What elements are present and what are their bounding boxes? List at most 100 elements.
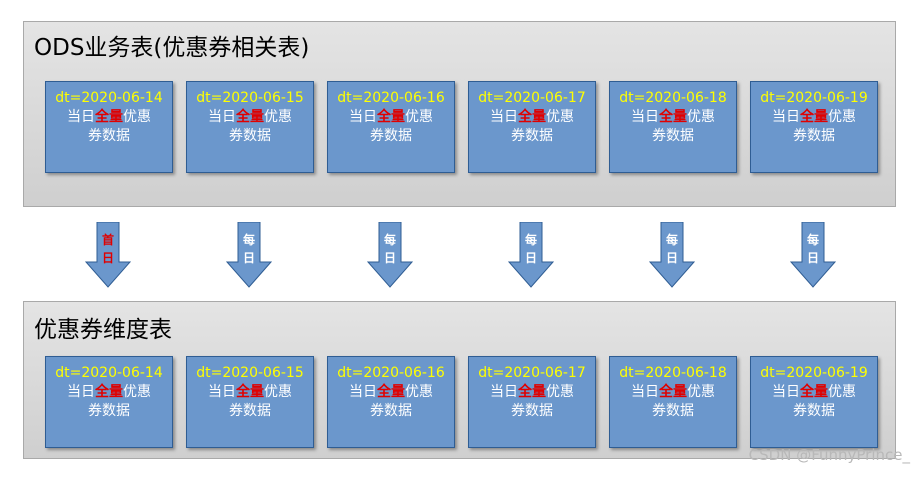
arrow-label-char1: 每 (524, 233, 537, 247)
full-load-highlight: 全量 (659, 109, 687, 125)
desc-prefix: 当日 (490, 384, 518, 400)
daily-arrow: 每 日 (649, 222, 695, 288)
ods-partition-box: dt=2020-06-18 当日全量优惠 券数据 (609, 81, 737, 173)
partition-desc-line3: 券数据 (511, 128, 553, 144)
full-load-highlight: 全量 (95, 384, 123, 400)
daily-arrow: 每 日 (790, 222, 836, 288)
desc-prefix: 当日 (490, 109, 518, 125)
desc-prefix: 当日 (631, 384, 659, 400)
arrow-label-char1: 每 (242, 233, 255, 247)
partition-date: dt=2020-06-14 (55, 90, 163, 106)
partition-desc: 当日全量优惠 (187, 108, 313, 127)
full-load-highlight: 全量 (236, 109, 264, 125)
partition-date: dt=2020-06-17 (478, 90, 586, 106)
first-day-arrow: 首 日 (85, 222, 131, 288)
full-load-highlight: 全量 (659, 384, 687, 400)
partition-desc-line3: 券数据 (370, 128, 412, 144)
partition-desc: 当日全量优惠 (46, 108, 172, 127)
partition-desc: 当日全量优惠 (469, 383, 595, 402)
daily-arrow: 每 日 (367, 222, 413, 288)
arrow-label-char2: 日 (806, 251, 819, 265)
desc-prefix: 当日 (772, 109, 800, 125)
ods-partition-box: dt=2020-06-14 当日全量优惠 券数据 (45, 81, 173, 173)
partition-desc-line3: 券数据 (229, 403, 271, 419)
dimension-partition-box: dt=2020-06-18 当日全量优惠 券数据 (609, 356, 737, 448)
arrow-label-char2: 日 (524, 251, 537, 265)
desc-prefix: 当日 (67, 109, 95, 125)
partition-date: dt=2020-06-14 (55, 365, 163, 381)
desc-suffix: 优惠 (687, 384, 715, 400)
arrow-label-char2: 日 (383, 251, 396, 265)
partition-desc: 当日全量优惠 (328, 383, 454, 402)
desc-suffix: 优惠 (546, 109, 574, 125)
dimension-panel-title: 优惠券维度表 (34, 317, 172, 343)
desc-suffix: 优惠 (405, 109, 433, 125)
full-load-highlight: 全量 (236, 384, 264, 400)
dimension-partition-box: dt=2020-06-15 当日全量优惠 券数据 (186, 356, 314, 448)
desc-suffix: 优惠 (405, 384, 433, 400)
desc-prefix: 当日 (67, 384, 95, 400)
partition-date: dt=2020-06-17 (478, 365, 586, 381)
dimension-partition-box: dt=2020-06-16 当日全量优惠 券数据 (327, 356, 455, 448)
arrow-label-char2: 日 (242, 251, 255, 265)
partition-desc-line3: 券数据 (652, 128, 694, 144)
full-load-highlight: 全量 (377, 384, 405, 400)
desc-suffix: 优惠 (123, 384, 151, 400)
dimension-partition-box: dt=2020-06-19 当日全量优惠 券数据 (750, 356, 878, 448)
ods-panel-title: ODS业务表(优惠券相关表) (34, 35, 310, 61)
desc-prefix: 当日 (349, 109, 377, 125)
desc-suffix: 优惠 (687, 109, 715, 125)
partition-desc: 当日全量优惠 (751, 108, 877, 127)
desc-prefix: 当日 (349, 384, 377, 400)
full-load-highlight: 全量 (518, 109, 546, 125)
partition-desc-line3: 券数据 (511, 403, 553, 419)
partition-desc-line3: 券数据 (793, 403, 835, 419)
partition-date: dt=2020-06-19 (760, 365, 868, 381)
partition-date: dt=2020-06-18 (619, 365, 727, 381)
partition-date: dt=2020-06-18 (619, 90, 727, 106)
ods-partition-box: dt=2020-06-15 当日全量优惠 券数据 (186, 81, 314, 173)
dimension-partition-box: dt=2020-06-14 当日全量优惠 券数据 (45, 356, 173, 448)
full-load-highlight: 全量 (95, 109, 123, 125)
ods-partition-box: dt=2020-06-16 当日全量优惠 券数据 (327, 81, 455, 173)
arrow-label-char2: 日 (665, 251, 678, 265)
full-load-highlight: 全量 (377, 109, 405, 125)
desc-suffix: 优惠 (264, 384, 292, 400)
desc-prefix: 当日 (772, 384, 800, 400)
down-arrow-icon (649, 222, 695, 288)
down-arrow-icon (367, 222, 413, 288)
partition-date: dt=2020-06-15 (196, 365, 304, 381)
desc-prefix: 当日 (208, 109, 236, 125)
down-arrow-icon (790, 222, 836, 288)
partition-desc-line3: 券数据 (229, 128, 271, 144)
daily-arrow: 每 日 (226, 222, 272, 288)
down-arrow-icon (508, 222, 554, 288)
desc-prefix: 当日 (208, 384, 236, 400)
full-load-highlight: 全量 (518, 384, 546, 400)
partition-desc-line3: 券数据 (88, 403, 130, 419)
daily-arrow: 每 日 (508, 222, 554, 288)
partition-desc: 当日全量优惠 (46, 383, 172, 402)
csdn-watermark: CSDN @FunnyPrince_ (748, 446, 910, 464)
desc-suffix: 优惠 (828, 384, 856, 400)
partition-desc: 当日全量优惠 (610, 383, 736, 402)
ods-partition-box: dt=2020-06-17 当日全量优惠 券数据 (468, 81, 596, 173)
desc-suffix: 优惠 (546, 384, 574, 400)
full-load-highlight: 全量 (800, 109, 828, 125)
partition-desc: 当日全量优惠 (328, 108, 454, 127)
partition-desc: 当日全量优惠 (751, 383, 877, 402)
arrow-label-char1: 每 (806, 233, 819, 247)
partition-desc: 当日全量优惠 (610, 108, 736, 127)
partition-date: dt=2020-06-16 (337, 365, 445, 381)
desc-suffix: 优惠 (828, 109, 856, 125)
dimension-partition-box: dt=2020-06-17 当日全量优惠 券数据 (468, 356, 596, 448)
partition-desc-line3: 券数据 (88, 128, 130, 144)
desc-prefix: 当日 (631, 109, 659, 125)
arrow-label-char2: 日 (101, 251, 114, 265)
partition-date: dt=2020-06-19 (760, 90, 868, 106)
partition-desc-line3: 券数据 (370, 403, 412, 419)
partition-desc-line3: 券数据 (652, 403, 694, 419)
arrow-label-char1: 首 (101, 233, 114, 247)
partition-date: dt=2020-06-16 (337, 90, 445, 106)
arrow-label-char1: 每 (383, 233, 396, 247)
